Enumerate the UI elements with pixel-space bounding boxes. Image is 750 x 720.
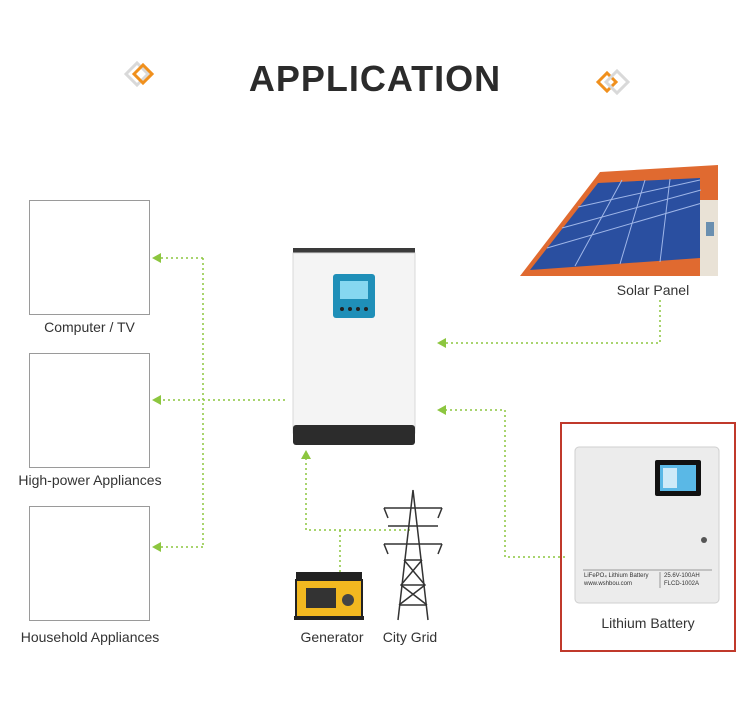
city-grid-illustration [383, 489, 443, 621]
arrow-heads [152, 253, 446, 552]
page-title: APPLICATION [248, 58, 502, 99]
arrow-to-computer [152, 253, 161, 263]
battery-capacity-label: 25.6V-100AH [664, 573, 700, 579]
lithium-battery-label: Lithium Battery [601, 615, 695, 631]
generator-label: Generator [300, 629, 364, 645]
battery-chem-label: LiFePO₄ Lithium Battery [584, 573, 649, 579]
city-grid-label: City Grid [382, 629, 438, 645]
line-from-battery [445, 409, 565, 558]
high-power-box [29, 353, 150, 468]
line-from-grid [305, 458, 410, 531]
arrow-grid-in [301, 450, 311, 459]
inverter-illustration [292, 248, 416, 445]
battery-code-label: FLCD-1002A [664, 581, 700, 587]
battery-web-label: www.wshbou.com [584, 581, 633, 587]
solar-panel-illustration [520, 165, 718, 276]
arrow-to-household [152, 542, 161, 552]
household-label: Household Appliances [20, 629, 160, 645]
solar-panel-label: Solar Panel [616, 282, 690, 298]
line-from-solar [445, 300, 661, 344]
battery-model-text: LiFePO₄ Lithium Battery www.wshbou.com [584, 572, 648, 588]
arrow-solar-in [437, 338, 446, 348]
arrow-to-high-power [152, 395, 161, 405]
high-power-label: High-power Appliances [18, 472, 162, 488]
arrow-battery-in [437, 405, 446, 415]
computer-tv-box [29, 200, 150, 315]
lithium-battery-frame [560, 422, 736, 652]
computer-tv-label: Computer / TV [44, 319, 135, 335]
household-box [29, 506, 150, 621]
generator-illustration [294, 572, 364, 620]
battery-spec-text: 25.6V-100AH FLCD-1002A [664, 572, 700, 588]
